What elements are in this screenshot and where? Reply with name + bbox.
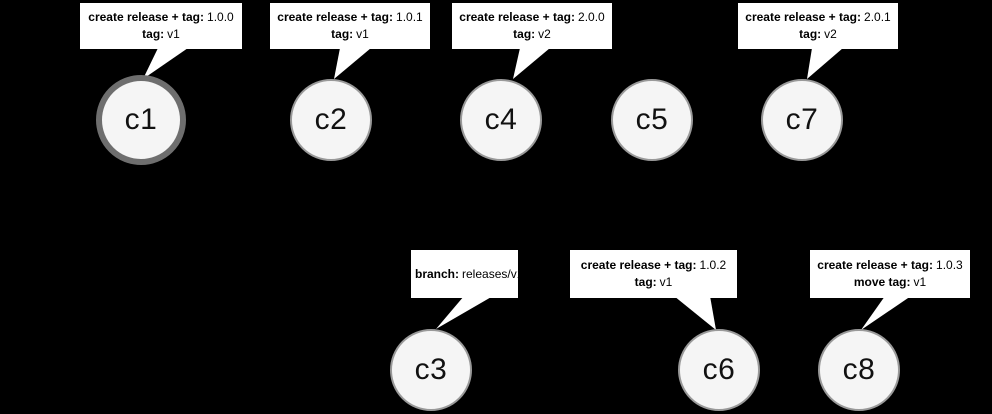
callout-line: tag:v2	[456, 26, 608, 43]
callout-value: 1.0.0	[207, 10, 234, 24]
commit-label-c4: c4	[484, 103, 518, 136]
callout-tail-c1	[143, 48, 188, 79]
commit-node-c5: c5	[611, 79, 693, 161]
commit-label-c7: c7	[785, 103, 819, 136]
callout-line: create release + tag:2.0.0	[456, 9, 608, 26]
commit-node-c2: c2	[290, 79, 372, 161]
callout-line: tag:v1	[574, 274, 733, 291]
commit-label-c3: c3	[414, 353, 448, 386]
callout-value: 1.0.1	[396, 10, 423, 24]
callout-label: tag:	[331, 27, 354, 41]
callout-value: 2.0.1	[864, 10, 891, 24]
callout-label: create release + tag:	[745, 10, 862, 24]
callout-tail-c4	[513, 48, 550, 79]
callout-label: create release + tag:	[88, 10, 205, 24]
commit-label-c5: c5	[635, 103, 669, 136]
callout-tail-c3	[436, 296, 493, 329]
callout-value: v2	[538, 27, 551, 41]
callout-value: v1	[913, 275, 927, 289]
callout-line: branch:releases/v1	[415, 266, 523, 283]
callout-label: create release + tag:	[277, 10, 394, 24]
callout-label: tag:	[142, 27, 165, 41]
callout-label: tag:	[634, 275, 657, 289]
callout-line: move tag:v1	[814, 274, 966, 291]
callout-label: create release + tag:	[817, 258, 934, 272]
callout-release-1-0-3: create release + tag:1.0.3 move tag:v1	[810, 250, 970, 298]
callout-label: tag:	[513, 27, 536, 41]
callout-value: v2	[824, 27, 837, 41]
callout-value: 1.0.3	[936, 258, 963, 272]
callout-release-2-0-0: create release + tag:2.0.0 tag:v2	[452, 3, 612, 49]
callout-value: 1.0.2	[699, 258, 727, 272]
callout-label: create release + tag:	[580, 258, 697, 272]
callout-line: tag:v2	[742, 26, 894, 43]
callout-tail-c2	[334, 48, 371, 79]
callout-release-1-0-2: create release + tag:1.0.2 tag:v1	[570, 250, 737, 298]
commit-node-c7: c7	[761, 79, 843, 161]
callout-tail-c6	[674, 296, 716, 330]
callout-label: tag:	[799, 27, 822, 41]
commit-node-c3: c3	[390, 329, 472, 411]
callout-tail-c7	[807, 48, 843, 79]
callout-line: create release + tag:1.0.1	[274, 9, 426, 26]
commit-label-c6: c6	[702, 353, 736, 386]
callout-label: move tag:	[853, 275, 911, 289]
callout-value: v1	[356, 27, 369, 41]
callout-release-2-0-1: create release + tag:2.0.1 tag:v2	[738, 3, 898, 49]
commit-label-c8: c8	[842, 353, 876, 386]
callout-value: 2.0.0	[578, 10, 605, 24]
commit-node-c1: c1	[96, 75, 186, 165]
callout-line: tag:v1	[274, 26, 426, 43]
callout-value: v1	[167, 27, 180, 41]
callout-line: create release + tag:1.0.0	[84, 9, 238, 26]
callout-value: v1	[659, 275, 673, 289]
callout-line: create release + tag:1.0.2	[574, 257, 733, 274]
commit-label-c1: c1	[124, 103, 158, 136]
callout-tail-c8	[861, 296, 911, 330]
commit-node-c6: c6	[678, 329, 760, 411]
callout-release-1-0-1: create release + tag:1.0.1 tag:v1	[270, 3, 430, 49]
commit-node-c4: c4	[460, 79, 542, 161]
callout-line: create release + tag:2.0.1	[742, 9, 894, 26]
commit-node-c8: c8	[818, 329, 900, 411]
callout-line: create release + tag:1.0.3	[814, 257, 966, 274]
callout-value: releases/v1	[462, 266, 524, 281]
callout-branch-releases-v1: branch:releases/v1	[411, 250, 523, 298]
callout-line: tag:v1	[84, 26, 238, 43]
commit-label-c2: c2	[314, 103, 348, 136]
callout-label: create release + tag:	[459, 10, 576, 24]
callout-label: branch:	[415, 266, 460, 281]
callout-release-1-0-0: create release + tag:1.0.0 tag:v1	[80, 3, 242, 49]
